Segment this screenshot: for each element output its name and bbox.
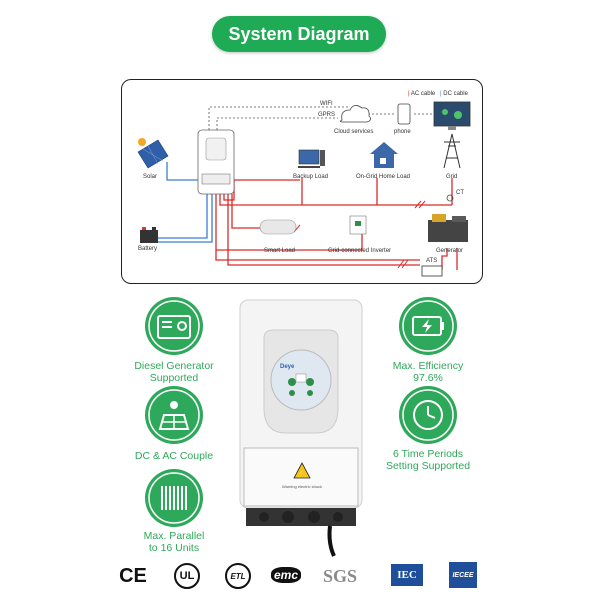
label-phone: phone (394, 129, 411, 135)
iecee-certification-logo: IECEE (449, 562, 477, 588)
generator-icon (145, 297, 203, 355)
label-generator: Generator (436, 248, 464, 254)
label-cloud: Cloud services (334, 129, 374, 135)
label-gridinv: Grid-connected Inverter (328, 248, 392, 254)
parallel-units-icon (145, 469, 203, 527)
inverter-brand: Deye (280, 364, 295, 370)
feature-coupling: DC & AC Couple (134, 450, 214, 462)
label-gprs: GPRS (318, 112, 336, 118)
label-ongrid: On-Grid Home Load (356, 174, 411, 180)
legend-dc: | DC cable (440, 91, 468, 97)
solar-panel-icon (137, 138, 169, 169)
inverter-warning: Warning electric shock (282, 484, 322, 489)
label-ats: ATS (426, 258, 438, 264)
iec-certification-logo: IEC (391, 564, 423, 586)
system-diagram: | AC cable | DC cable WIFI GPRS Cloud se… (121, 79, 483, 284)
legend-ac: | AC cable (408, 91, 436, 97)
label-wifi: WIFI (320, 101, 333, 107)
etl-certification-logo: ETL (225, 563, 251, 589)
ce-certification-logo: CE (119, 564, 147, 587)
solar-panel-icon (145, 386, 203, 444)
svg-text:⚡: ⚡ (297, 468, 307, 478)
page-title: System Diagram (212, 16, 386, 52)
label-ct: CT (456, 190, 464, 196)
label-grid: Grid (446, 174, 458, 180)
label-battery: Battery (138, 246, 158, 252)
ul-certification-logo: UL (174, 563, 200, 589)
label-backup: Backup Load (293, 174, 329, 180)
emc-certification-logo: emc (270, 562, 302, 588)
battery-charge-icon (399, 297, 457, 355)
label-smart: Smart Load (264, 248, 296, 254)
diagram-wiring (137, 101, 471, 277)
sgs-certification-logo: SGS (322, 565, 358, 586)
inverter-image: Deye ⚡ Warning electric shock (239, 299, 363, 557)
clock-icon (399, 386, 457, 444)
label-solar: Solar (143, 174, 158, 180)
